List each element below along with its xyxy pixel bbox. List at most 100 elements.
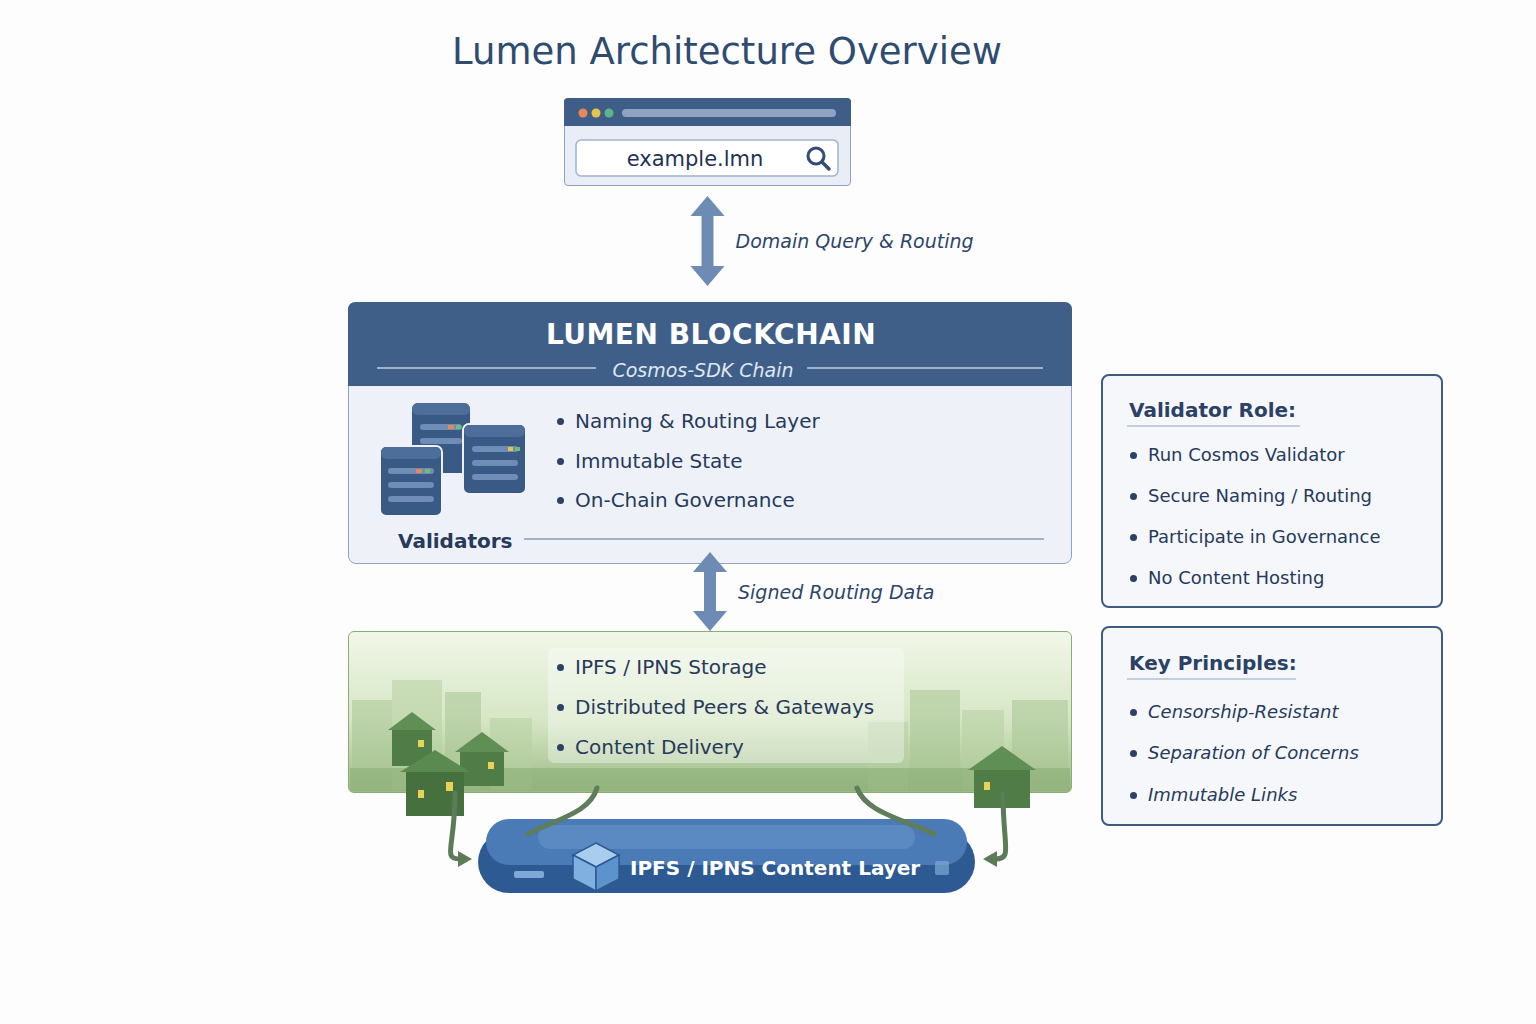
magnifier-icon	[808, 148, 824, 164]
server-led	[515, 447, 520, 451]
node-text: Naming & Routing Layer	[575, 407, 820, 435]
window-dot	[605, 109, 614, 118]
house-window	[488, 762, 494, 769]
header-rule	[377, 367, 596, 369]
server-led	[416, 469, 422, 473]
arrow-head	[983, 851, 997, 867]
house-icon	[388, 712, 436, 766]
node-text: Secure Naming / Routing	[1148, 483, 1372, 509]
arrow-head	[693, 552, 727, 572]
window-dot	[592, 109, 601, 118]
support-line	[528, 788, 597, 834]
node-text: Distributed Peers & Gateways	[575, 693, 874, 721]
node-text: Validators	[398, 527, 512, 555]
node-text: On-Chain Governance	[575, 486, 795, 514]
node-text: Immutable State	[575, 447, 743, 475]
house-icon	[968, 746, 1036, 808]
node-text: Cosmos-SDK Chain	[612, 357, 793, 383]
magnifier-icon	[822, 162, 829, 169]
edge-label: Signed Routing Data	[738, 579, 934, 605]
server-slot	[420, 438, 462, 444]
bullet-dot	[557, 744, 564, 751]
house-window	[984, 782, 990, 790]
curved-arrow	[450, 793, 460, 859]
edge-label: Domain Query & Routing	[736, 228, 974, 254]
disc-outline	[478, 815, 975, 895]
browser-chrome	[564, 98, 851, 176]
server-icons	[380, 403, 526, 516]
cube-icon	[573, 843, 619, 891]
node-text: Immutable Links	[1148, 782, 1297, 808]
server-icon	[412, 403, 470, 473]
bullet-dot	[557, 664, 564, 671]
server-led	[508, 447, 513, 451]
building	[962, 710, 1004, 790]
server-top	[464, 425, 525, 437]
curved-arrow	[995, 793, 1006, 859]
bullet-dot	[1130, 750, 1137, 757]
node-label: IPFS / IPNS Storage	[575, 653, 766, 681]
server-icon	[463, 424, 526, 494]
cube-face	[573, 843, 619, 867]
ground-strip	[350, 768, 1070, 791]
server-led	[425, 469, 430, 473]
house-roof	[455, 732, 509, 752]
house-body	[460, 750, 504, 786]
connector	[693, 552, 727, 631]
server-slot	[472, 446, 518, 452]
arrow-head	[458, 851, 472, 867]
support-line	[857, 788, 934, 834]
house-roof	[400, 750, 470, 772]
building	[490, 718, 532, 790]
server-icon	[380, 446, 442, 516]
header-band	[348, 302, 1072, 386]
server-top	[412, 403, 470, 415]
server-slot	[472, 460, 518, 466]
house-icon	[455, 732, 509, 786]
server-body	[412, 403, 470, 473]
arrow-shaft	[702, 214, 714, 268]
building	[352, 700, 392, 790]
node-label: Key Principles:	[1129, 649, 1297, 677]
heading-rule	[1127, 678, 1296, 680]
chain-header	[348, 302, 1072, 539]
bullet-dot	[557, 458, 564, 465]
house-window	[418, 790, 424, 798]
node-text: No Content Hosting	[1148, 565, 1324, 591]
server-slot	[420, 424, 462, 430]
browser-bar	[564, 98, 851, 126]
server-top	[381, 447, 441, 459]
building	[445, 692, 481, 790]
bullet-dot	[557, 497, 564, 504]
server-body	[380, 446, 442, 516]
node-label: Validator Role:	[1129, 396, 1296, 424]
storage-band: IPFS / IPNS StorageDistributed Peers & G…	[348, 631, 1072, 793]
server-slot	[388, 468, 434, 474]
connector	[983, 793, 1006, 867]
city-silhouette	[352, 680, 1068, 790]
house-window	[418, 740, 424, 747]
arrow-shaft	[704, 570, 716, 613]
bullet-dot	[1130, 709, 1137, 716]
house-icons	[388, 712, 1036, 816]
node-label: example.lmn	[627, 145, 764, 173]
header-rule	[807, 367, 1043, 369]
node-label: IPFS / IPNS Content Layer	[630, 853, 920, 883]
content-layer-disc: IPFS / IPNS Content Layer	[478, 815, 975, 895]
cube-face	[596, 855, 619, 891]
window-dot	[579, 109, 588, 118]
server-led	[448, 425, 454, 429]
arrow-head	[691, 266, 725, 286]
disc-detail	[514, 871, 544, 878]
node-text: Censorship-Resistant	[1148, 699, 1338, 725]
node-text: Separation of Concerns	[1148, 740, 1359, 766]
house-roof	[388, 712, 436, 730]
info-panel: Key Principles: Censorship-ResistantSepar…	[1101, 626, 1443, 826]
connector	[691, 196, 725, 286]
bullet-dot	[1130, 792, 1137, 799]
heading-rule	[1127, 425, 1300, 427]
building	[1012, 700, 1068, 790]
building	[910, 690, 960, 790]
info-panel: Validator Role:Run Cosmos ValidatorSecur…	[1101, 374, 1443, 608]
